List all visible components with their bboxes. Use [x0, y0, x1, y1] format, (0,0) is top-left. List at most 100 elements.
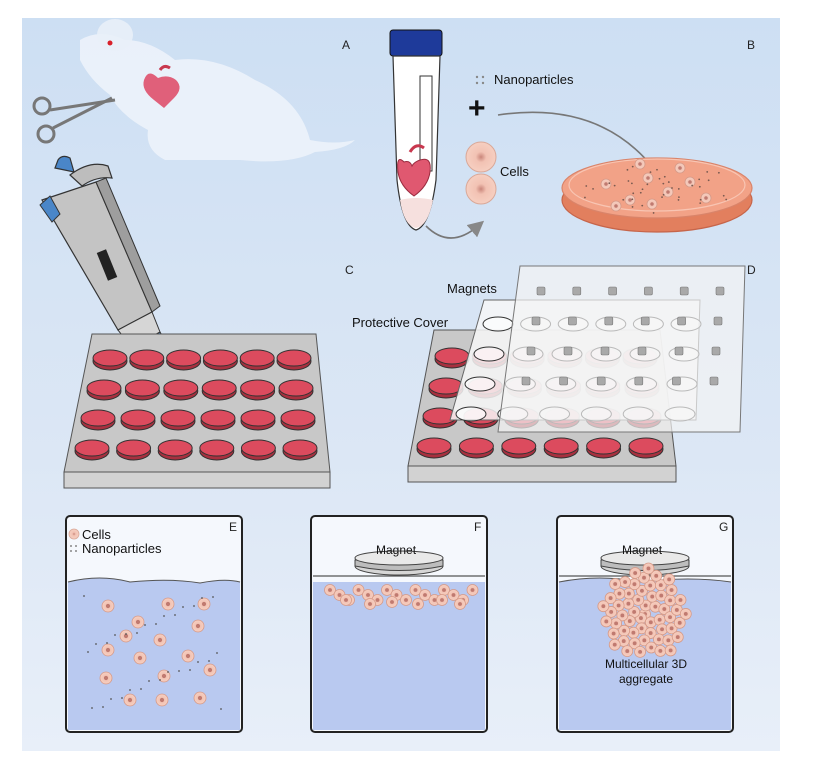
panel-letter-e: E	[229, 520, 238, 534]
aggregate-label-line1: Multicellular 3D	[604, 657, 688, 671]
cell-icon	[644, 616, 657, 629]
cell-icon	[642, 562, 655, 575]
magnet-icon	[674, 346, 684, 356]
well	[240, 379, 276, 401]
nanoparticle	[91, 707, 93, 709]
nanoparticle	[631, 206, 634, 208]
well	[199, 439, 235, 461]
nanoparticle	[646, 183, 649, 186]
nanoparticle	[663, 175, 666, 178]
cell-icon	[653, 633, 665, 646]
nanoparticle	[649, 171, 652, 174]
cell-icon	[645, 641, 658, 654]
nanoparticle	[155, 623, 157, 625]
cell-icon	[622, 597, 635, 610]
cell-icon	[664, 644, 677, 657]
well	[240, 439, 276, 461]
well	[201, 379, 237, 401]
magnet-plate	[497, 265, 746, 433]
magnet-icon	[608, 286, 617, 296]
cell-icon	[638, 634, 651, 647]
cell-icon	[600, 615, 613, 628]
cell-icon	[671, 631, 684, 643]
cell-icon	[642, 172, 654, 184]
cell-icon	[628, 578, 641, 591]
nanoparticle	[121, 697, 123, 699]
cell-icon	[646, 198, 658, 210]
magnet-icon	[713, 316, 723, 326]
cell-icon	[628, 606, 641, 618]
cell-icon	[665, 584, 678, 596]
magnet-icon	[572, 286, 582, 296]
nanoparticle	[630, 182, 633, 185]
well	[280, 409, 316, 431]
nanoparticle	[706, 171, 709, 173]
nanoparticle	[220, 708, 222, 710]
panel-letter-c: C	[345, 263, 354, 277]
nanoparticle	[626, 168, 629, 171]
cell-icon	[700, 192, 712, 204]
well-plate-icon	[63, 333, 331, 489]
nanoparticle	[631, 165, 634, 168]
well	[282, 439, 318, 461]
panel-letter-g: G	[719, 520, 729, 534]
cell-icon	[454, 598, 466, 610]
cell-icon	[604, 592, 617, 604]
cell-icon	[447, 589, 460, 601]
cell-icon	[161, 597, 175, 611]
nanoparticle	[662, 182, 665, 185]
magnet-icon	[531, 316, 541, 326]
panel-letter-f: F	[474, 520, 482, 534]
nanoparticle	[667, 181, 670, 183]
tube-to-cells-arrow	[425, 220, 485, 239]
cell-icon	[610, 617, 623, 630]
cell-icon	[419, 589, 431, 601]
well	[239, 349, 275, 371]
nanoparticle	[671, 187, 673, 189]
nanoparticle	[641, 188, 644, 191]
magnet-icon	[672, 376, 681, 386]
nanoparticle	[639, 191, 642, 194]
cell-icon	[381, 584, 393, 596]
cell-icon	[607, 627, 620, 640]
magnet-icon	[637, 346, 647, 356]
cell-icon	[679, 608, 692, 620]
magnet-icon	[521, 376, 531, 386]
nanoparticles-legend-icon	[475, 75, 485, 85]
nanoparticle	[584, 196, 586, 199]
nanoparticle	[725, 198, 728, 201]
well	[92, 349, 128, 371]
nanoparticle	[608, 182, 611, 185]
nanoparticle	[208, 660, 210, 662]
nanoparticle	[140, 688, 142, 690]
cell-icon	[412, 598, 424, 610]
nanoparticle	[631, 198, 634, 201]
nanoparticle	[613, 184, 616, 187]
well	[86, 379, 122, 401]
nanoparticle	[182, 606, 184, 608]
cell-icon	[340, 594, 352, 606]
nanoparticle	[95, 643, 97, 645]
nanoparticle	[641, 204, 644, 207]
nanoparticle	[656, 168, 658, 171]
nanoparticle	[658, 177, 661, 180]
cell-icon	[612, 599, 625, 612]
cell-icon	[119, 629, 133, 643]
panel-f	[310, 515, 488, 733]
magnet-icon	[568, 316, 577, 326]
well	[80, 409, 116, 431]
cell-icon	[400, 594, 412, 606]
petri-dish-icon	[561, 157, 753, 233]
well	[434, 347, 470, 369]
panel-letter-d: D	[747, 263, 756, 277]
nanoparticle	[652, 212, 655, 214]
nanoparticle	[102, 706, 104, 708]
aggregate-label-line2: aggregate	[618, 672, 674, 686]
magnet-icon	[563, 346, 573, 356]
nanoparticle	[707, 179, 710, 182]
well	[157, 439, 193, 461]
magnet-label-g: Magnet	[622, 543, 663, 557]
nanoparticle	[201, 597, 203, 599]
